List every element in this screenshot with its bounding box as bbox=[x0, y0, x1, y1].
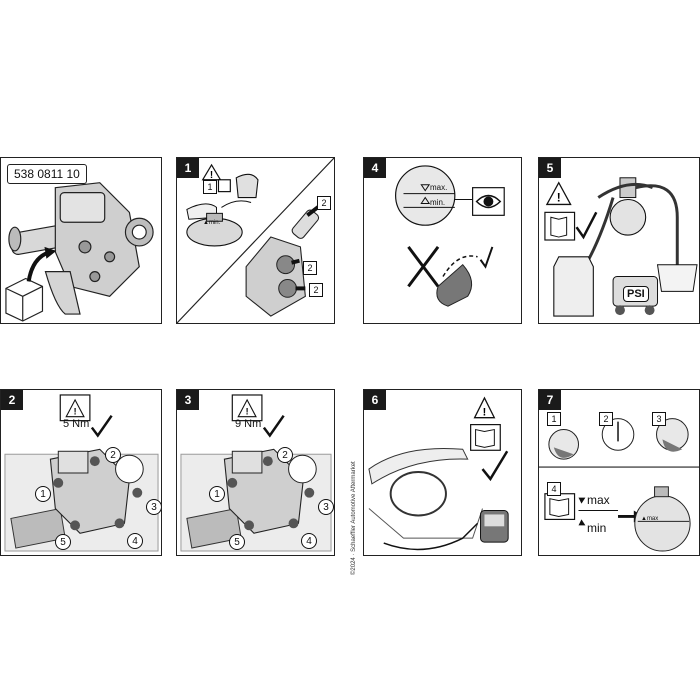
step-number: 4 bbox=[364, 158, 386, 178]
bolt-5: 5 bbox=[229, 534, 245, 550]
substep-3: 3 bbox=[652, 412, 666, 426]
tank-max-label: ▲max bbox=[641, 516, 659, 522]
torque-value: 9 Nm bbox=[235, 418, 262, 430]
svg-text:!: ! bbox=[246, 407, 249, 417]
arrow-label-2: 2 bbox=[303, 261, 317, 275]
max-label: max bbox=[587, 493, 610, 507]
substep-1: 1 bbox=[547, 412, 561, 426]
panel-step-6: 6 ! bbox=[363, 389, 522, 556]
max-level-label: max. bbox=[430, 183, 448, 192]
arrow-label-1: 2 bbox=[317, 196, 331, 210]
substep-2: 2 bbox=[599, 412, 613, 426]
min-label: min bbox=[587, 521, 607, 535]
step5-illustration: ! bbox=[544, 177, 698, 317]
svg-text:!: ! bbox=[210, 170, 213, 181]
panel-step-2: 2 5 Nm 1 2 3 4 5 ! bbox=[0, 389, 162, 556]
bolt-3: 3 bbox=[318, 499, 334, 515]
step-number: 5 bbox=[539, 158, 561, 178]
substep-4: 4 bbox=[547, 482, 561, 496]
panel-part-overview: 538 0811 10 bbox=[0, 157, 162, 324]
bolt-2: 2 bbox=[105, 447, 121, 463]
copyright-notice: ©2024 · Schaeffler Automotive Aftermarke… bbox=[351, 461, 357, 575]
svg-text:!: ! bbox=[483, 407, 487, 419]
step-number: 3 bbox=[177, 390, 199, 410]
min-level-label: ▲min. bbox=[203, 220, 221, 226]
bolt-4: 4 bbox=[127, 533, 143, 549]
step2-illustration: ! bbox=[4, 394, 159, 552]
bolt-3: 3 bbox=[146, 499, 161, 515]
step1-illustration: ! bbox=[177, 158, 334, 323]
bolt-1: 1 bbox=[35, 486, 51, 502]
step6-illustration: ! bbox=[368, 396, 509, 551]
panel-step-5: 5 PSI ! bbox=[538, 157, 700, 324]
panel-step-3: 3 9 Nm 1 2 3 4 5 ! bbox=[176, 389, 335, 556]
step-number: 2 bbox=[1, 390, 23, 410]
substep-1: 1 bbox=[203, 180, 217, 194]
thermostat-housing-illustration bbox=[5, 182, 154, 322]
step3-illustration: ! bbox=[180, 394, 332, 552]
bolt-4: 4 bbox=[301, 533, 317, 549]
bolt-2: 2 bbox=[277, 447, 293, 463]
arrow-label-3: 2 bbox=[309, 283, 323, 297]
panel-step-4: 4 max. min. bbox=[363, 157, 522, 324]
bolt-5: 5 bbox=[55, 534, 71, 550]
min-level-label: min. bbox=[430, 198, 446, 207]
step-number: 6 bbox=[364, 390, 386, 410]
bolt-1: 1 bbox=[209, 486, 225, 502]
compressor-psi-label: PSI bbox=[623, 286, 649, 302]
svg-text:!: ! bbox=[557, 190, 561, 204]
step-number: 7 bbox=[539, 390, 561, 410]
step7-illustration bbox=[539, 418, 699, 552]
panel-step-1: 1 1 ▲min. 2 2 2 ! bbox=[176, 157, 335, 324]
step-number: 1 bbox=[177, 158, 199, 178]
svg-text:!: ! bbox=[74, 407, 77, 417]
torque-value: 5 Nm bbox=[63, 418, 90, 430]
step4-illustration bbox=[395, 165, 505, 307]
part-number-label: 538 0811 10 bbox=[7, 164, 87, 184]
panel-step-7: 7 1 2 3 4 max min ▲max bbox=[538, 389, 700, 556]
